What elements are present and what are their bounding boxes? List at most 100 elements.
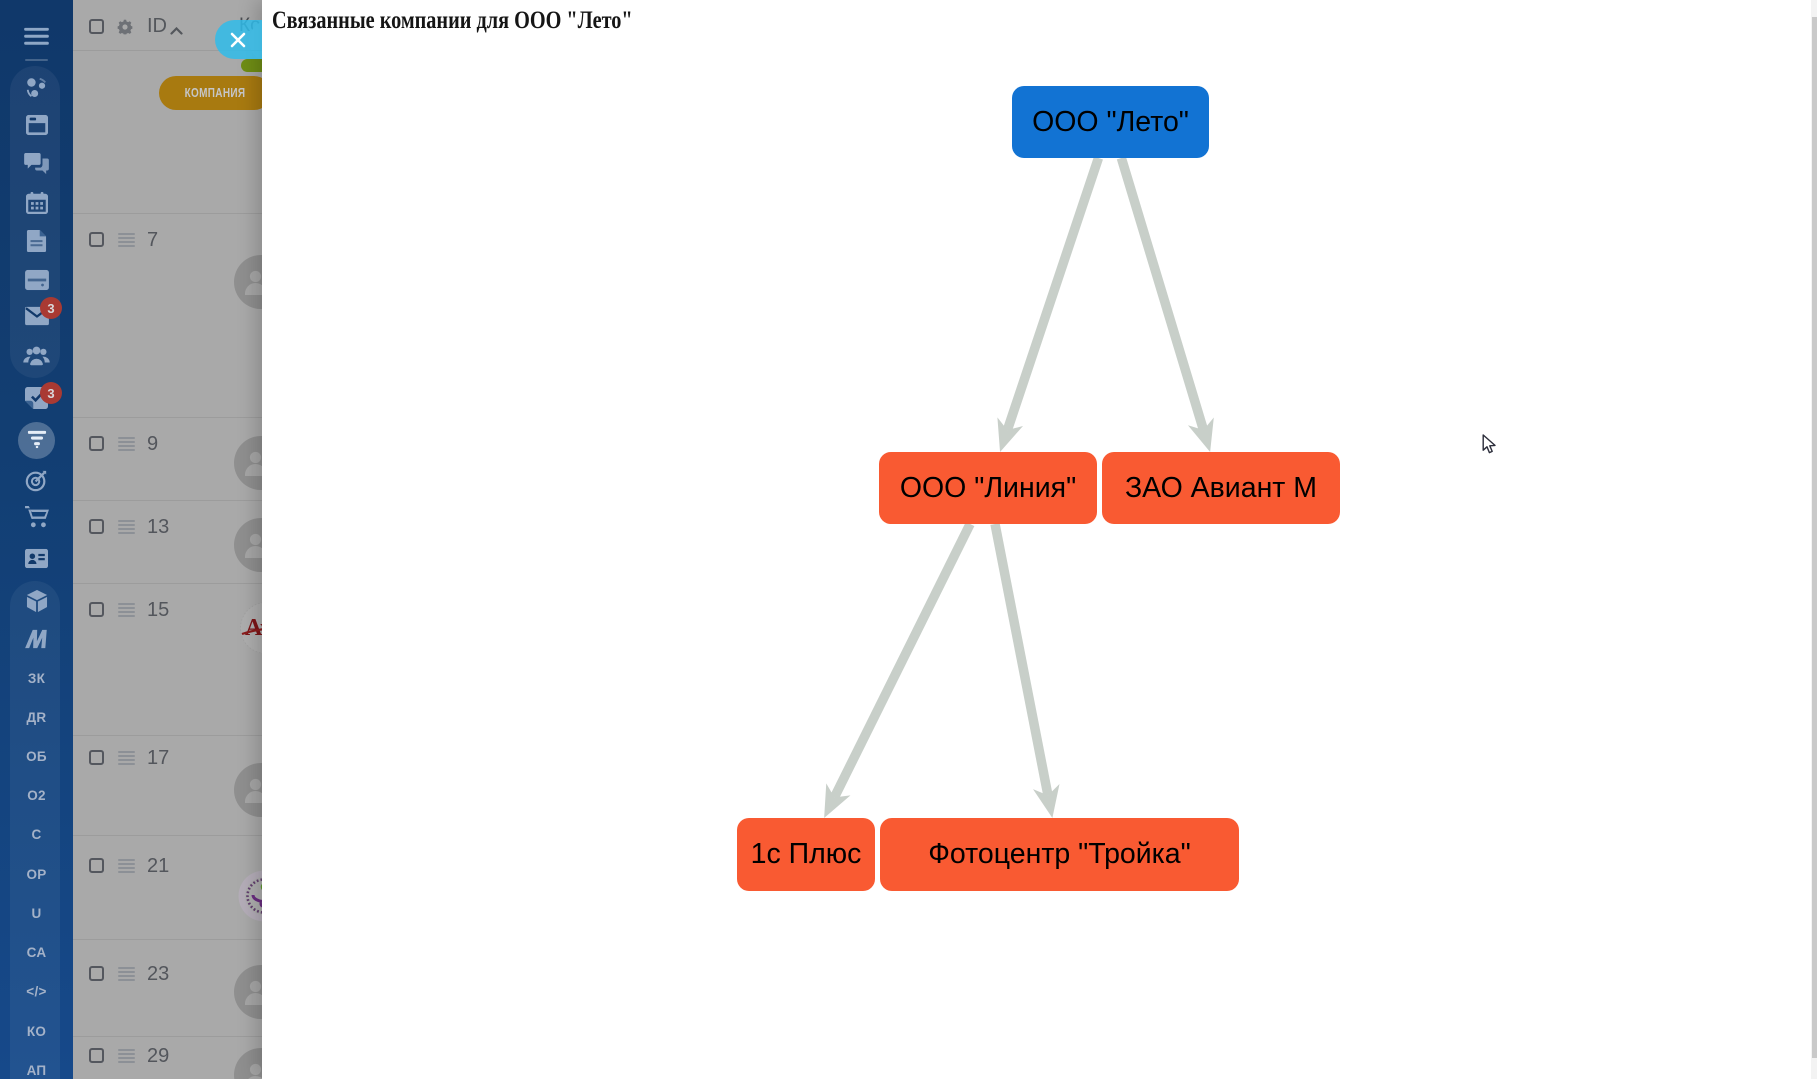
pulse-icon[interactable] — [0, 76, 73, 100]
graph-edge-arrowhead — [824, 783, 851, 818]
contact-card-icon[interactable] — [0, 548, 73, 569]
sidebar-item-label[interactable]: ОР — [26, 867, 47, 882]
graph-edge — [1002, 156, 1103, 432]
row-separator — [73, 500, 262, 501]
graph-node-aviant[interactable]: ЗАО Авиант М — [1102, 452, 1340, 524]
default-avatar-icon — [234, 518, 262, 572]
sidebar-item-label[interactable]: ЗК — [27, 671, 46, 686]
sidebar-divider — [25, 59, 48, 61]
row-separator — [73, 939, 262, 940]
row-id-cell: 7 — [147, 229, 159, 251]
row-separator — [73, 417, 262, 418]
graph-edge-arrowhead — [1187, 417, 1214, 452]
id-column-header[interactable]: ID — [147, 15, 167, 37]
graph-node-leto[interactable]: ООО "Лето" — [1012, 86, 1209, 158]
related-companies-graph: ООО "Лето" ООО "Линия"ЗАО Авиант М 1с Плюс… — [262, 0, 1817, 1079]
mail-badge: 3 — [40, 297, 62, 319]
feed-icon[interactable] — [0, 114, 73, 136]
row-separator — [73, 1036, 262, 1037]
hamburger-menu-icon[interactable] — [0, 27, 73, 46]
row-separator — [73, 735, 262, 736]
sidebar-item-label[interactable]: ДR — [26, 710, 47, 725]
background-green-element — [241, 59, 262, 72]
row-id-cell: 13 — [147, 516, 170, 538]
scrollbar-thumb[interactable] — [1812, 17, 1817, 1058]
company-logo-av: Av — [240, 602, 262, 654]
drag-handle-icon[interactable] — [118, 520, 135, 534]
row-separator — [73, 835, 262, 836]
row-checkbox[interactable] — [89, 858, 104, 873]
cube-icon[interactable] — [0, 589, 73, 613]
row-id-cell: 29 — [147, 1045, 170, 1067]
drag-handle-icon[interactable] — [118, 1049, 135, 1063]
row-checkbox[interactable] — [89, 1048, 104, 1063]
row-checkbox[interactable] — [89, 966, 104, 981]
calendar-icon[interactable] — [0, 191, 73, 215]
sidebar-item-label[interactable]: </> — [26, 984, 47, 999]
sidebar-item-label[interactable]: ОБ — [26, 749, 47, 764]
sidebar-item-label[interactable]: О2 — [27, 788, 46, 803]
graph-node-plus1c[interactable]: 1с Плюс — [737, 818, 875, 891]
default-avatar-icon — [234, 1048, 262, 1079]
chat-icon[interactable] — [0, 152, 73, 176]
sidebar-group-extra — [10, 581, 60, 1079]
row-id-cell: 15 — [147, 599, 170, 621]
cart-icon[interactable] — [0, 505, 73, 529]
row-checkbox[interactable] — [89, 232, 104, 247]
drag-handle-icon[interactable] — [118, 859, 135, 873]
graph-node-trojka[interactable]: Фотоцентр "Тройка" — [880, 818, 1239, 891]
grid-settings-gear-icon[interactable] — [117, 19, 133, 35]
drag-handle-icon[interactable] — [118, 603, 135, 617]
row-checkbox[interactable] — [89, 436, 104, 451]
header-separator — [73, 50, 262, 51]
market-icon[interactable] — [0, 629, 73, 649]
sidebar-item-label[interactable]: С — [31, 827, 42, 842]
sidebar-item-label[interactable]: СА — [26, 945, 47, 960]
drag-handle-icon[interactable] — [118, 967, 135, 981]
row-checkbox[interactable] — [89, 602, 104, 617]
row-separator — [73, 213, 262, 214]
graph-edges — [824, 156, 1214, 818]
default-avatar-icon — [234, 965, 262, 1019]
select-all-checkbox[interactable] — [89, 19, 104, 34]
close-icon — [230, 32, 245, 47]
mail-icon[interactable] — [0, 306, 73, 326]
row-id-cell: 23 — [147, 963, 170, 985]
sidebar-item-label[interactable]: U — [31, 906, 42, 921]
slider-panel: Связанные компании для ООО "Лето" ООО "Л… — [215, 0, 1817, 1079]
documents-icon[interactable] — [0, 229, 73, 253]
company-logo-emblem — [238, 870, 262, 922]
sort-asc-icon[interactable] — [170, 22, 183, 40]
people-icon[interactable] — [0, 344, 73, 368]
sidebar-item-label[interactable]: КО — [26, 1024, 47, 1039]
entity-type-badge-label: КОМПАНИЯ — [184, 86, 246, 100]
row-checkbox[interactable] — [89, 750, 104, 765]
graph-node-linija[interactable]: ООО "Линия" — [879, 452, 1097, 524]
drag-handle-icon[interactable] — [118, 233, 135, 247]
default-avatar-icon — [234, 255, 262, 309]
default-avatar-icon — [234, 436, 262, 490]
sidebar-group-main — [10, 66, 60, 378]
graph-edge-arrowhead — [1033, 784, 1060, 818]
row-checkbox[interactable] — [89, 519, 104, 534]
crm-funnel-icon[interactable] — [0, 430, 73, 449]
sidebar-item-label[interactable]: АП — [26, 1063, 47, 1078]
marketing-target-icon[interactable] — [0, 468, 73, 493]
close-button[interactable] — [215, 20, 262, 59]
row-id-cell: 17 — [147, 747, 170, 769]
drag-handle-icon[interactable] — [118, 751, 135, 765]
slider-title: Связанные компании для ООО "Лето" — [272, 7, 633, 34]
entity-type-badge: КОМПАНИЯ — [159, 76, 262, 110]
tasks-icon[interactable] — [0, 386, 73, 410]
active-item-highlight — [18, 422, 55, 459]
scrollbar-track[interactable] — [1811, 0, 1817, 1079]
drive-icon[interactable] — [0, 269, 73, 291]
svg-text:Av: Av — [245, 615, 262, 641]
tasks-badge: 3 — [40, 382, 62, 404]
graph-edge-arrowhead — [997, 417, 1024, 452]
row-id-cell: 21 — [147, 855, 170, 877]
mouse-cursor — [1482, 434, 1496, 454]
drag-handle-icon[interactable] — [118, 437, 135, 451]
